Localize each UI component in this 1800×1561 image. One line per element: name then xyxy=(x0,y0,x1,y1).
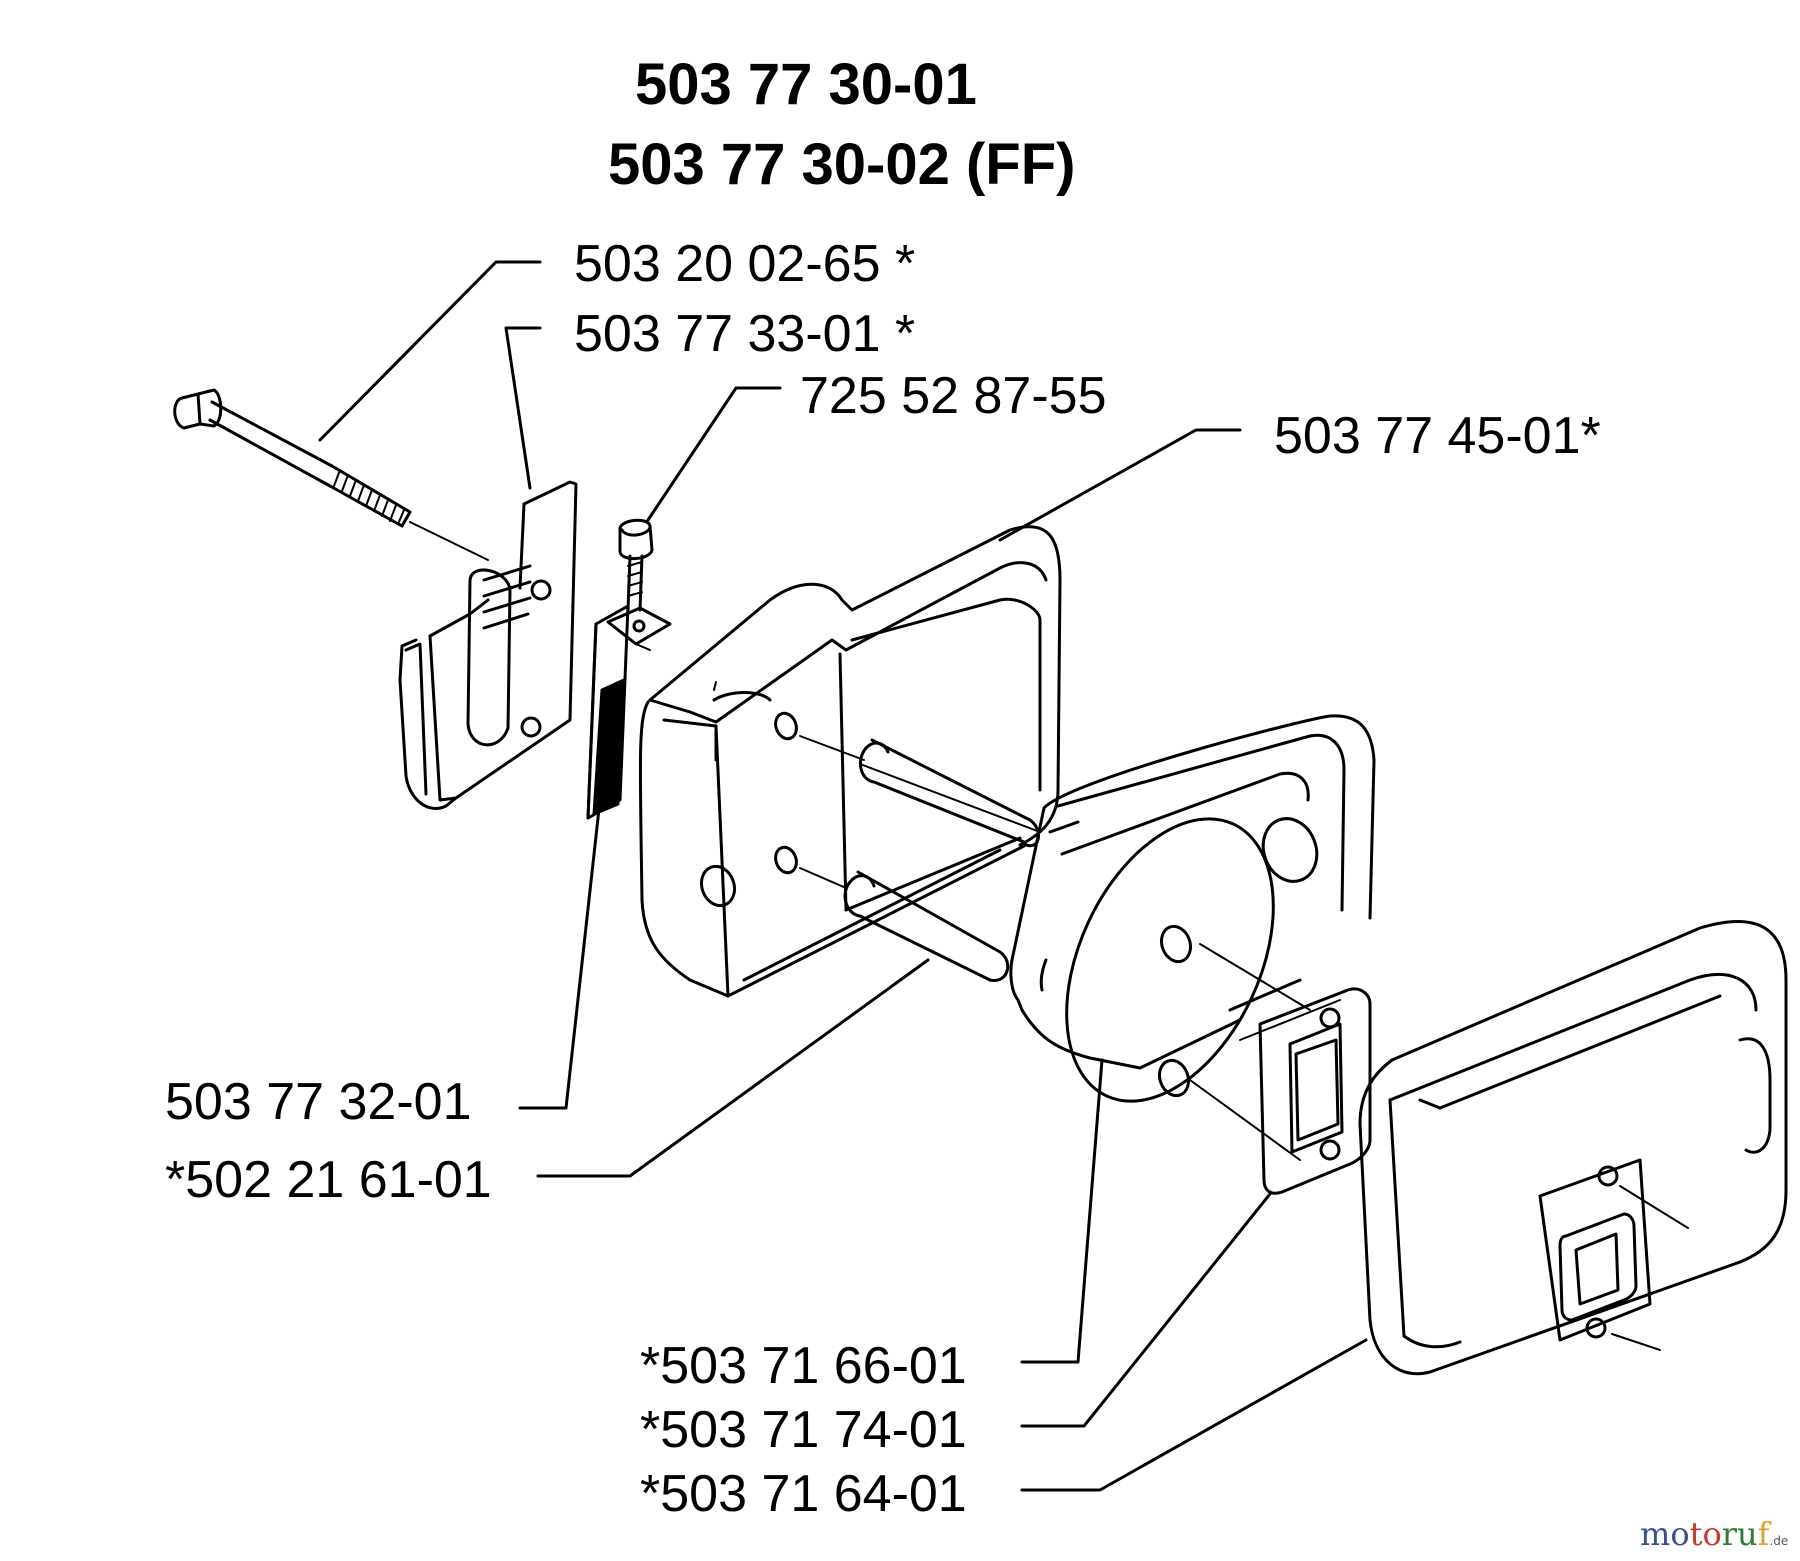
watermark-part-2: to xyxy=(1689,1515,1722,1553)
part-label-muffler-body: *503 71 64-01 xyxy=(640,1465,967,1523)
plate-part xyxy=(1009,714,1376,1103)
watermark-logo: motoruf.de xyxy=(1640,1518,1788,1550)
bolt-part xyxy=(173,388,489,561)
watermark-part-3: ru xyxy=(1721,1515,1758,1553)
leader-lines xyxy=(318,260,1368,1492)
screw-part xyxy=(606,518,672,651)
sleeves-part xyxy=(799,735,1040,982)
spark-arrestor-cover-part xyxy=(398,480,578,810)
assembly-part-number-ff: 503 77 30-02 (FF) xyxy=(608,132,1076,197)
part-label-screen: 503 77 32-01 xyxy=(165,1073,472,1131)
part-label-muffler-outer-cover: 503 77 45-01* xyxy=(1274,407,1601,465)
gasket-part xyxy=(1189,943,1372,1195)
assembly-part-number: 503 77 30-01 xyxy=(635,52,977,117)
watermark-part-4: f xyxy=(1757,1515,1770,1553)
muffler-body-part xyxy=(1358,920,1788,1376)
watermark-suffix: .de xyxy=(1769,1534,1789,1548)
part-label-spark-arrestor-cover: 503 77 33-01 * xyxy=(574,305,916,363)
part-label-bolt: 503 20 02-65 * xyxy=(574,235,916,293)
screen-part xyxy=(586,604,630,820)
part-label-screw: 725 52 87-55 xyxy=(800,367,1107,425)
part-label-gasket: *503 71 74-01 xyxy=(640,1401,967,1459)
watermark-part-1: mo xyxy=(1640,1515,1690,1553)
muffler-outer-cover-part xyxy=(638,525,1062,998)
part-label-sleeves: *502 21 61-01 xyxy=(165,1151,492,1209)
part-label-plate: *503 71 66-01 xyxy=(640,1337,967,1395)
